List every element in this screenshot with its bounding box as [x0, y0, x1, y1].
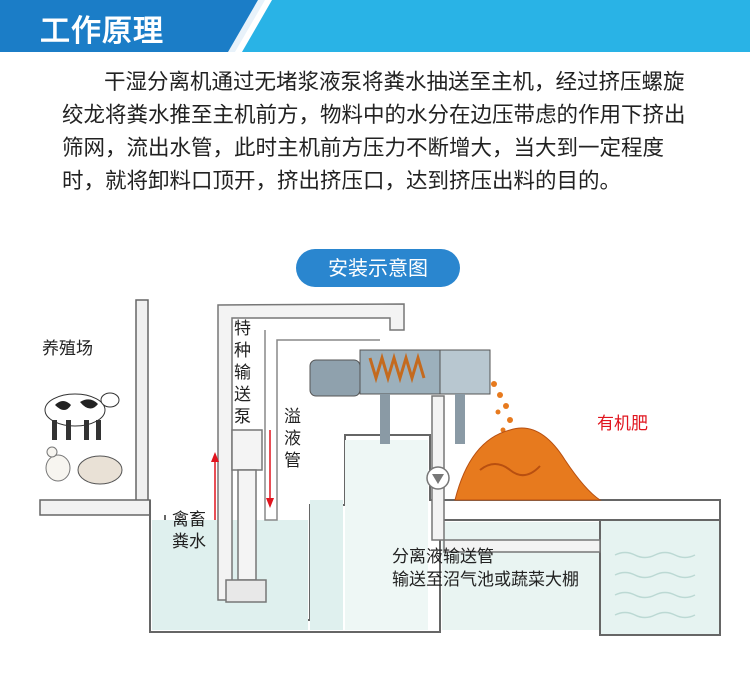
installation-diagram: 养殖场 特种输送泵 溢液管 禽畜粪水 有机肥 分离液输送管 输送至沼气池或蔬菜大…	[0, 290, 750, 670]
intro-paragraph: 干湿分离机通过无堵浆液泵将粪水抽送至主机，经过挤压螺旋绞龙将粪水推至主机前方，物…	[62, 66, 702, 198]
fertilizer-label: 有机肥	[597, 414, 648, 434]
separated-pipe-label: 分离液输送管	[392, 547, 494, 567]
header-banner	[0, 0, 750, 52]
diagram-heading: 安装示意图	[296, 249, 460, 287]
pump-label: 特种输送泵	[234, 319, 251, 427]
overflow-pipe-label: 溢液管	[284, 407, 301, 471]
diagram-illustration	[39, 299, 721, 636]
intro-text: 干湿分离机通过无堵浆液泵将粪水抽送至主机，经过挤压螺旋绞龙将粪水推至主机前方，物…	[62, 70, 686, 194]
manure-label: 禽畜粪水	[172, 510, 206, 552]
section-title: 工作原理	[40, 14, 164, 49]
farm-label: 养殖场	[42, 339, 93, 359]
destination-label: 输送至沼气池或蔬菜大棚	[392, 570, 579, 590]
